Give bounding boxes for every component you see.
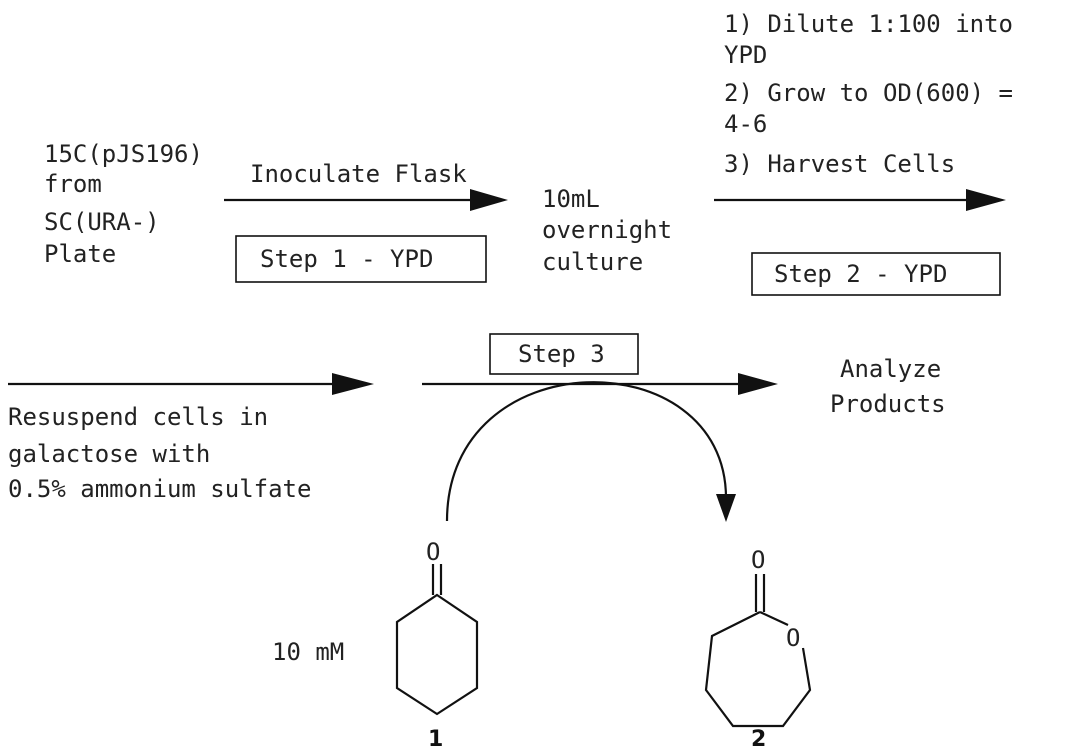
arrow-2-head bbox=[966, 189, 1006, 211]
arrow-1-label: Inoculate Flask bbox=[250, 160, 467, 188]
caprolactone-structure: O O 2 bbox=[704, 546, 812, 752]
product-ring-oxygen: O bbox=[786, 624, 800, 652]
resuspend-instructions: Resuspend cells in galactose with 0.5% a… bbox=[8, 403, 311, 503]
cyclohexane-ring bbox=[395, 593, 479, 716]
resuspend-line-3: 0.5% ammonium sulfate bbox=[8, 475, 311, 503]
cyclohexanone-structure: 10 mM O 1 bbox=[272, 538, 479, 752]
reaction-arrow-head bbox=[716, 494, 736, 522]
compound-2-label: 2 bbox=[751, 727, 766, 752]
overnight-culture: 10mL overnight culture bbox=[542, 185, 672, 276]
culture-line-1: 10mL bbox=[542, 185, 600, 213]
step-2-instruction-4: 4-6 bbox=[724, 110, 767, 138]
product-carbonyl-oxygen: O bbox=[751, 546, 765, 574]
lactone-ester-bond bbox=[759, 611, 789, 626]
start-material-line-3: SC(URA-) bbox=[44, 208, 160, 236]
substrate-oxygen: O bbox=[426, 538, 440, 566]
compound-1-label: 1 bbox=[428, 727, 443, 752]
start-material-line-4: Plate bbox=[44, 240, 116, 268]
lactone-ring-carbons bbox=[704, 611, 812, 728]
start-material: 15C(pJS196) from SC(URA-) Plate bbox=[44, 140, 203, 268]
resuspend-line-1: Resuspend cells in bbox=[8, 403, 268, 431]
step-2-box bbox=[751, 252, 1001, 296]
arrow-3-head bbox=[332, 373, 374, 395]
culture-line-3: culture bbox=[542, 248, 643, 276]
step-2-instruction-5: 3) Harvest Cells bbox=[724, 150, 955, 178]
culture-line-2: overnight bbox=[542, 216, 672, 244]
analyze-line-1: Analyze bbox=[840, 355, 941, 383]
substrate-concentration: 10 mM bbox=[272, 638, 344, 666]
arrow-4-head bbox=[738, 373, 778, 395]
start-material-line-2: from bbox=[44, 170, 102, 198]
step-1-label: Step 1 - YPD bbox=[260, 245, 433, 273]
start-material-line-1: 15C(pJS196) bbox=[44, 140, 203, 168]
step-3-label: Step 3 bbox=[518, 340, 605, 368]
step-2-label: Step 2 - YPD bbox=[774, 260, 947, 288]
reaction-curved-arrow bbox=[445, 381, 728, 522]
arrow-1-head bbox=[470, 189, 508, 211]
step-3-box bbox=[489, 333, 639, 375]
step-2-instruction-1: 1) Dilute 1:100 into bbox=[724, 10, 1013, 38]
step-2-instruction-2: YPD bbox=[724, 41, 767, 69]
step-2-instructions: 1) Dilute 1:100 into YPD 2) Grow to OD(6… bbox=[724, 10, 1013, 178]
step-1-box bbox=[235, 235, 487, 283]
step-2-instruction-3: 2) Grow to OD(600) = bbox=[724, 79, 1013, 107]
resuspend-line-2: galactose with bbox=[8, 440, 210, 468]
analyze-line-2: Products bbox=[830, 390, 946, 418]
